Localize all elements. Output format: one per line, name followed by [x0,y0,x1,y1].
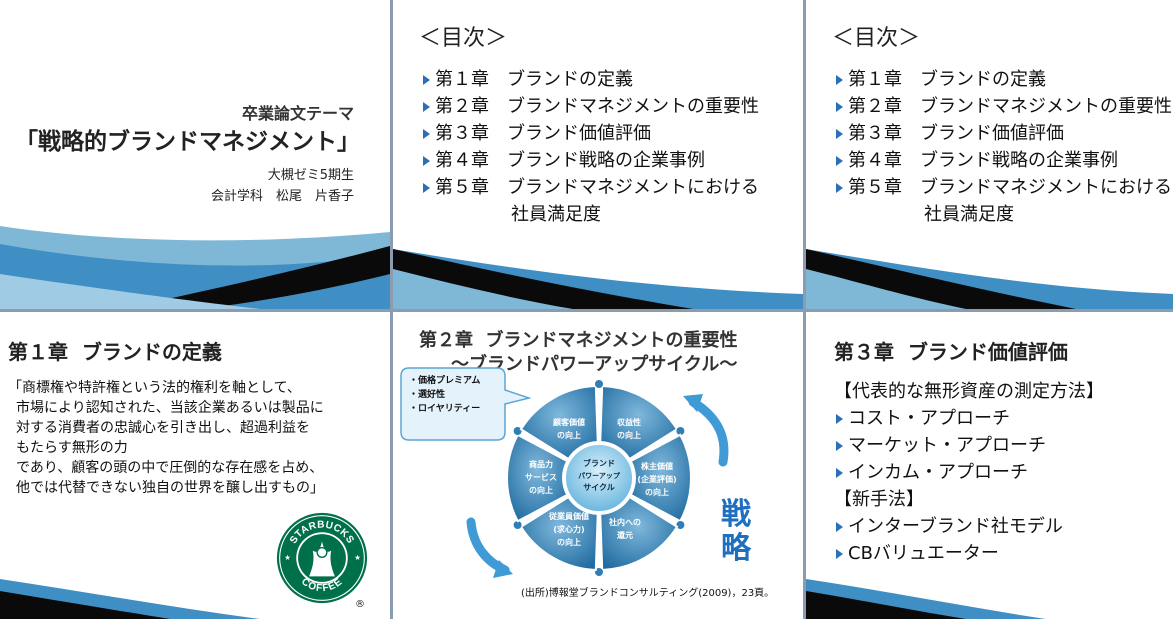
slide-3-thumbnail[interactable]: ＜目次＞ 第１章 ブランドの定義 第２章 ブランドマネジメントの重要性 第３章 … [806,0,1173,309]
toc-item: 第２章 ブランドマネジメントの重要性 [834,93,1172,120]
slide-divider [390,312,393,619]
cycle-center-label: ブランドパワーアップサイクル [578,459,620,492]
section-heading: 【新手法】 [834,489,924,510]
cycle-arrowhead [676,521,685,529]
toc-item: 第４章 ブランド戦略の企業事例 [421,147,759,174]
callout-text: ・価格プレミアム ・選好性 ・ロイヤリティー [409,374,480,416]
quote-line: であり、顧客の頭の中で圧倒的な存在感を占め、 [16,460,324,476]
toc-item: 第１章 ブランドの定義 [834,66,1172,93]
source-citation: (出所)博報堂ブランドコンサルティング(2009)，23頁。 [521,588,775,599]
callout-bubble [400,367,532,441]
toc-item: 第５章 ブランドマネジメントにおける [834,174,1172,201]
cycle-arrowhead [513,521,522,529]
slide-4-thumbnail[interactable]: 第１章 ブランドの定義 「商標権や特許権という法的権利を軸として、 市場により認… [0,312,390,619]
slide-1-thumbnail[interactable]: 卒業論文テーマ 「戦略的ブランドマネジメント」 大槻ゼミ5期生 会計学科 松尾 … [0,0,390,309]
decorative-swoosh [393,249,803,309]
segment-label-profit: 収益性の向上 [617,418,641,440]
toc-item: 第４章 ブランド戦略の企業事例 [834,147,1172,174]
chapter-title: 第１章 ブランドの定義 [8,340,222,364]
method-item: マーケット・アプローチ [834,432,1104,459]
svg-text:★: ★ [354,553,361,562]
starbucks-logo: STARBUCKS COFFEE ★ ★ [276,512,368,604]
decorative-swoosh [0,569,390,619]
valuation-methods-list: 【代表的な無形資産の測定方法】 コスト・アプローチ マーケット・アプローチ イン… [834,378,1104,567]
seminar-label: 大槻ゼミ5期生 [267,168,354,183]
cycle-arrow-top-right [688,397,729,467]
thesis-label: 卒業論文テーマ [241,104,354,123]
slide-divider [803,312,806,619]
cycle-arrowhead [595,568,603,576]
cycle-arrowhead [595,380,603,388]
decorative-swoosh [806,569,1173,619]
quote-line: 市場により認知された、当該企業あるいは製品に [16,400,324,416]
toc-item-continued: 社員満足度 [924,204,1014,225]
cycle-arrowhead [513,427,522,435]
cycle-ring [506,380,692,576]
callout-item: ・ロイヤリティー [409,404,481,414]
toc-item: 第１章 ブランドの定義 [421,66,759,93]
slide-5-thumbnail[interactable]: 第２章 ブランドマネジメントの重要性 ～ブランドパワーアップサイクル～ ・価格プ… [393,312,803,619]
segment-label-employee: 従業員価値(求心力)の向上 [549,512,589,547]
toc-heading: ＜目次＞ [832,26,921,51]
decorative-swoosh [806,249,1173,309]
section-heading: 【代表的な無形資産の測定方法】 [834,381,1104,402]
method-item: コスト・アプローチ [834,405,1104,432]
toc-list: 第１章 ブランドの定義 第２章 ブランドマネジメントの重要性 第３章 ブランド価… [834,66,1172,228]
chapter-title: 第３章 ブランド価値評価 [834,340,1068,364]
toc-heading: ＜目次＞ [419,26,508,51]
registered-mark: ® [355,599,365,610]
slide-row-divider [0,309,1173,312]
brand-power-up-cycle-diagram [400,367,729,578]
slide-6-thumbnail[interactable]: 第３章 ブランド価値評価 【代表的な無形資産の測定方法】 コスト・アプローチ マ… [806,312,1173,619]
chapter-title: 第２章 ブランドマネジメントの重要性 [419,330,738,351]
segment-label-return: 社内への還元 [609,518,641,540]
svg-text:COFFEE: COFFEE [299,576,345,594]
quote-line: 「商標権や特許権という法的権利を軸として、 [8,380,301,396]
method-item: インターブランド社モデル [834,513,1104,540]
logo-text-bottom: COFFEE [299,576,344,594]
author-label: 会計学科 松尾 片香子 [210,189,354,204]
cycle-center [564,443,634,513]
segment-label-shareholder: 株主価値(企業評価)の向上 [637,462,677,497]
toc-item-continued: 社員満足度 [511,204,601,225]
toc-item: 第５章 ブランドマネジメントにおける [421,174,759,201]
method-item: CBバリュエーター [834,540,1104,567]
method-item: インカム・アプローチ [834,459,1104,486]
decorative-swoosh [0,214,390,309]
slide-2-thumbnail[interactable]: ＜目次＞ 第１章 ブランドの定義 第２章 ブランドマネジメントの重要性 第３章 … [393,0,803,309]
toc-item: 第３章 ブランド価値評価 [834,120,1172,147]
cycle-arrowhead [676,427,685,435]
toc-item: 第３章 ブランド価値評価 [421,120,759,147]
svg-text:★: ★ [284,553,291,562]
segment-label-product: 商品力サービスの向上 [525,460,557,495]
quote-line: 対する消費者の忠誠心を引き出し、超過利益を [16,420,310,436]
quote-line: 他では代替できない独自の世界を醸し出すもの」 [16,480,324,496]
callout-item: ・選好性 [409,390,446,400]
toc-list: 第１章 ブランドの定義 第２章 ブランドマネジメントの重要性 第３章 ブランド価… [421,66,759,228]
callout-item: ・価格プレミアム [409,376,481,386]
segment-label-customer: 顧客価値の向上 [553,418,585,440]
quote-line: もたらす無形の力 [16,440,128,456]
slide-title: 「戦略的ブランドマネジメント」 [15,129,360,155]
strategy-label: 戦略 [721,497,751,566]
toc-item: 第２章 ブランドマネジメントの重要性 [421,93,759,120]
chapter-subtitle: ～ブランドパワーアップサイクル～ [451,354,738,375]
brand-definition-quote: 「商標権や特許権という法的権利を軸として、 市場により認知された、当該企業あるい… [8,378,324,498]
